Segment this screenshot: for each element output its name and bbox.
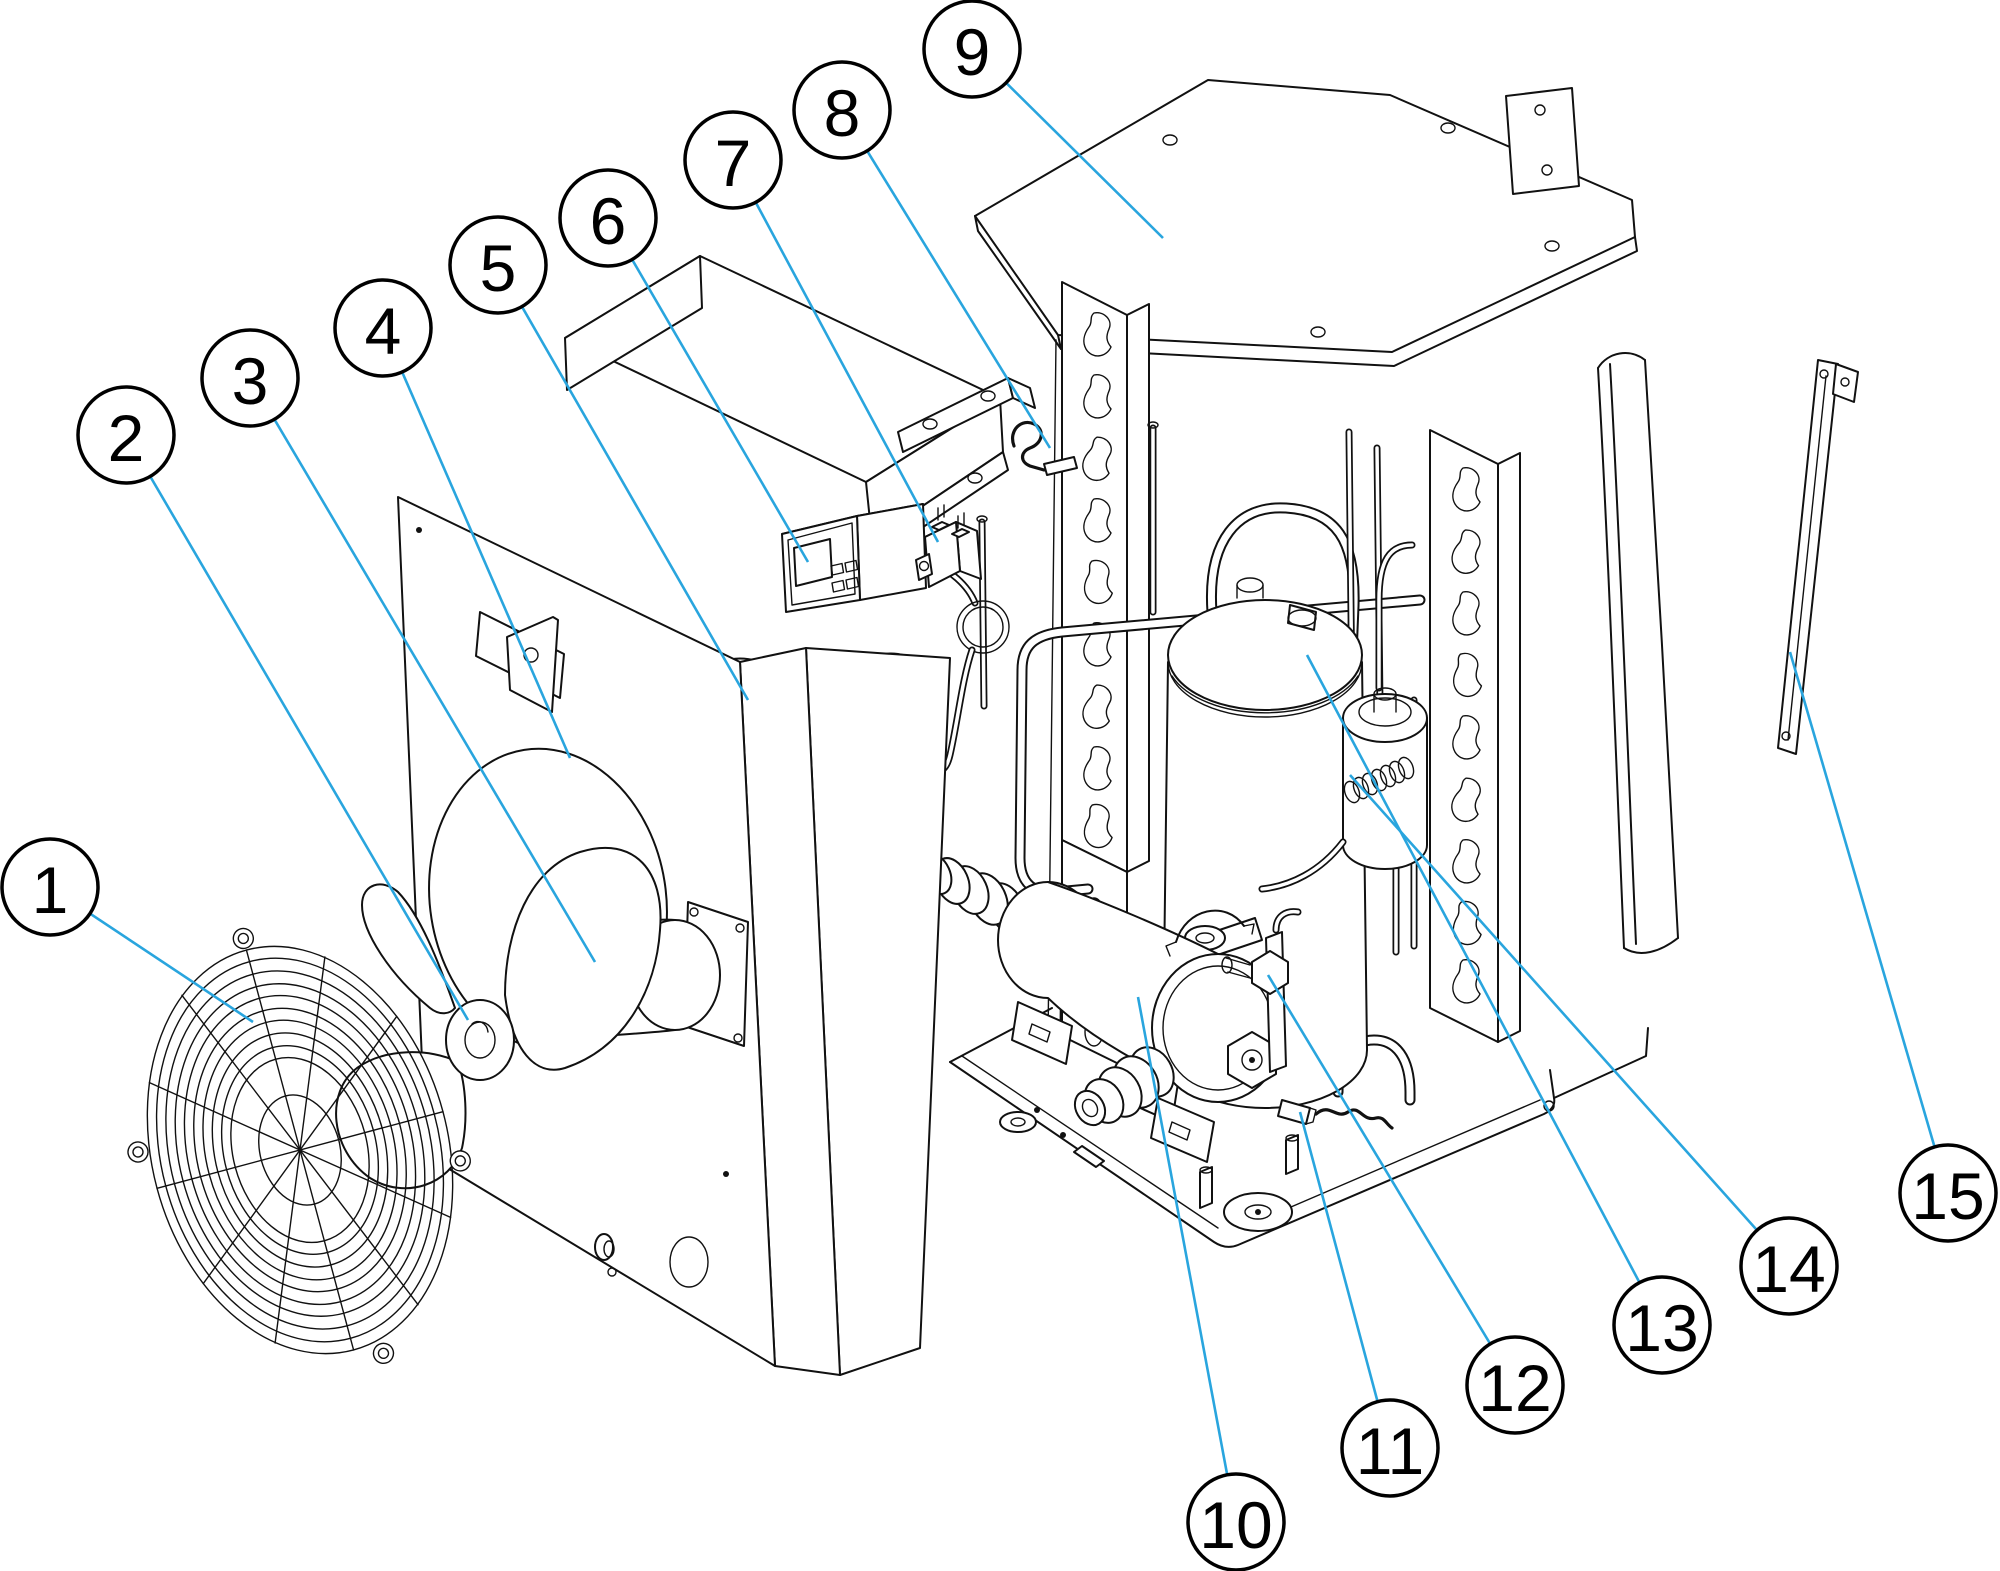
callout-15-side-support-bracket[interactable]: 15 (1898, 1143, 1998, 1243)
side-support-bracket (1777, 359, 1859, 755)
callout-number: 5 (480, 231, 517, 305)
air-temperature-sensor (1011, 420, 1078, 476)
callout-13-compressor[interactable]: 13 (1612, 1275, 1712, 1375)
callout-circle[interactable] (200, 328, 300, 428)
callout-10-titanium-heat-exchanger[interactable]: 10 (1186, 1472, 1286, 1571)
callout-circle[interactable] (448, 215, 548, 315)
leader-line-water-union-fitting (1266, 974, 1517, 1386)
callout-circle[interactable] (922, 0, 1022, 99)
callout-circle[interactable] (558, 168, 658, 268)
callout-number: 11 (1356, 1414, 1425, 1488)
leader-line-side-support-bracket (1788, 651, 1950, 1194)
water-temperature-sensor (1277, 1099, 1394, 1130)
callout-3-fan-motor[interactable]: 3 (200, 328, 300, 428)
callout-number: 8 (824, 76, 861, 150)
leader-line-fan-panel (381, 327, 572, 759)
callout-circle[interactable] (0, 837, 100, 937)
callout-number: 14 (1752, 1232, 1825, 1306)
callout-number: 10 (1199, 1488, 1272, 1562)
callout-circle[interactable] (1340, 1398, 1440, 1498)
electrical-bracket (897, 377, 1036, 453)
callout-number: 7 (715, 126, 752, 200)
callout-number: 6 (590, 184, 627, 258)
controller-buttons (830, 559, 860, 593)
leader-line-expansion-valve-assembly (1349, 774, 1790, 1267)
callout-7-compressor-capacitor[interactable]: 7 (683, 110, 783, 210)
leader-line-fan-blade (124, 434, 470, 1021)
callout-circle[interactable] (1739, 1216, 1839, 1316)
expansion-valve-assembly (1258, 541, 1428, 893)
callout-4-fan-panel[interactable]: 4 (333, 278, 433, 378)
callout-number: 1 (32, 853, 69, 927)
callout-8-air-temperature-sensor[interactable]: 8 (792, 60, 892, 160)
callout-number: 12 (1478, 1351, 1551, 1425)
callout-12-water-union-fitting[interactable]: 12 (1465, 1335, 1565, 1435)
grille-eyelets (127, 927, 471, 1365)
callout-number: 15 (1911, 1159, 1984, 1233)
callout-circle[interactable] (76, 385, 176, 485)
callout-circle[interactable] (1186, 1472, 1286, 1571)
coil-right-column (1429, 429, 1521, 1043)
callout-number: 13 (1625, 1291, 1698, 1365)
callout-14-expansion-valve-assembly[interactable]: 14 (1739, 1216, 1839, 1316)
fan-guard-grille (127, 927, 471, 1365)
compressor-capacitor (915, 504, 982, 588)
callout-9-top-cover[interactable]: 9 (922, 0, 1022, 99)
leader-line-water-temperature-sensor (1298, 1111, 1392, 1449)
callout-5-motor-capacitor[interactable]: 5 (448, 215, 548, 315)
panel-grommet (594, 1233, 617, 1277)
callout-circle[interactable] (792, 60, 892, 160)
callout-number: 9 (954, 15, 991, 89)
callout-circle[interactable] (683, 110, 783, 210)
leader-line-titanium-heat-exchanger (1136, 996, 1238, 1523)
callout-circle[interactable] (1465, 1335, 1565, 1435)
callout-2-fan-blade[interactable]: 2 (76, 385, 176, 485)
leader-line-controller-display (606, 217, 810, 563)
water-union-fitting (1221, 908, 1302, 1073)
callout-number: 3 (232, 344, 269, 418)
callout-1-fan-guard-grille[interactable]: 1 (0, 837, 100, 937)
leader-line-fan-motor (248, 377, 597, 963)
callout-11-water-temperature-sensor[interactable]: 11 (1340, 1398, 1440, 1498)
top-cover (974, 79, 1638, 367)
callout-6-controller-display[interactable]: 6 (558, 168, 658, 268)
leader-line-compressor (1305, 654, 1664, 1326)
leader-line-compressor-capacitor (731, 159, 940, 543)
leader-line-motor-capacitor (496, 264, 750, 701)
callout-number: 2 (108, 401, 145, 475)
callout-number: 4 (365, 294, 402, 368)
callout-circle[interactable] (333, 278, 433, 378)
leader-line-air-temperature-sensor (840, 109, 1052, 449)
callout-circle[interactable] (1612, 1275, 1712, 1375)
callout-circle[interactable] (1898, 1143, 1998, 1243)
electrical-box-cover (564, 255, 1009, 559)
